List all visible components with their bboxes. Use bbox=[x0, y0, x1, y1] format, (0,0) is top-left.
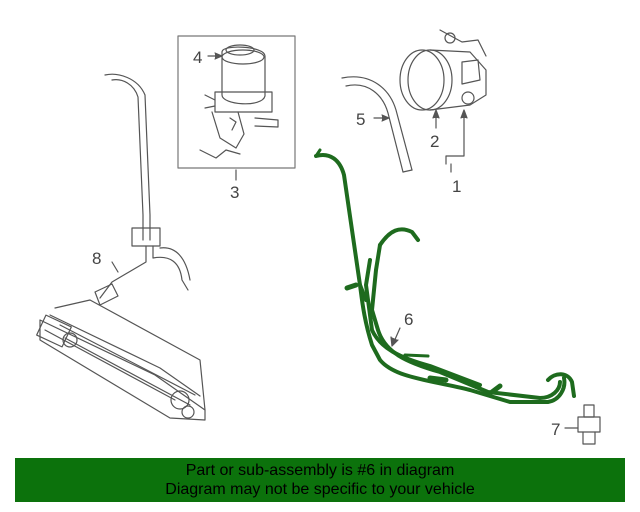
callout-7: 7 bbox=[551, 420, 560, 439]
leader-1 bbox=[445, 111, 465, 165]
banner-line-2: Diagram may not be specific to your vehi… bbox=[165, 481, 475, 498]
banner-line-1: Part or sub-assembly is #6 in diagram bbox=[185, 462, 455, 479]
leader-8 bbox=[111, 261, 119, 273]
part-3-reservoir-box bbox=[177, 35, 296, 169]
part-4-reservoir bbox=[199, 44, 279, 159]
part-1-pump bbox=[399, 29, 487, 111]
part-6-hose-assembly bbox=[314, 148, 576, 404]
part-5-hose bbox=[341, 76, 413, 171]
callout-6: 6 bbox=[404, 310, 413, 329]
callout-1: 1 bbox=[452, 177, 461, 196]
callout-3: 3 bbox=[230, 183, 239, 202]
info-banner: Part or sub-assembly is #6 in diagram Di… bbox=[15, 458, 625, 502]
callout-4: 4 bbox=[193, 48, 202, 67]
part-8-line-and-cooler bbox=[36, 73, 206, 421]
part-7-fitting bbox=[577, 404, 601, 445]
callout-2: 2 bbox=[430, 132, 439, 151]
callout-5: 5 bbox=[356, 110, 365, 129]
callout-8: 8 bbox=[92, 249, 101, 268]
parts-diagram: 1 2 3 4 5 6 7 8 bbox=[36, 29, 601, 445]
